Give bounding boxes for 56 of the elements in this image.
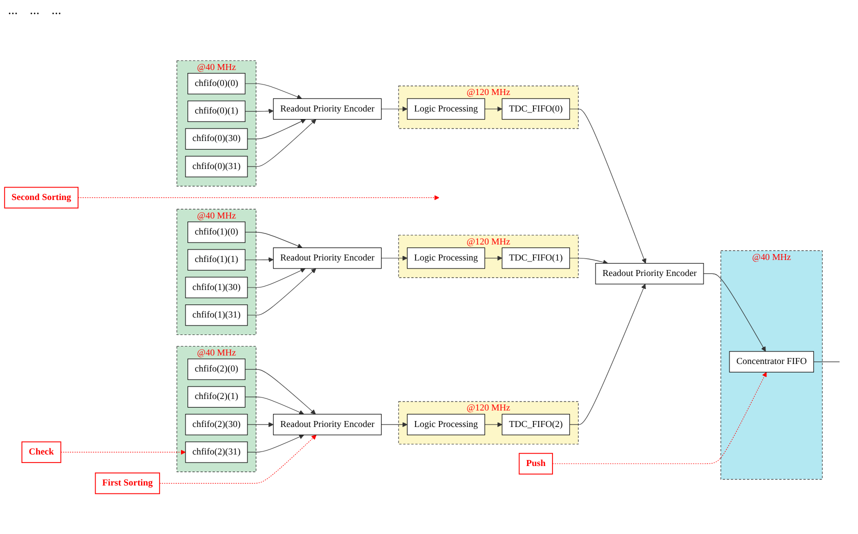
arrow — [244, 108, 274, 114]
node-box: TDC_FIFO(2) — [502, 414, 570, 436]
arrow — [247, 268, 306, 288]
arrow — [247, 268, 316, 316]
arrow — [247, 422, 274, 427]
node-box: chfifo(2)(31) — [185, 441, 248, 463]
node-box: chfifo(0)(30) — [185, 128, 248, 150]
arrow — [569, 284, 646, 425]
node-box: chfifo(2)(30) — [185, 414, 248, 436]
node-box: Readout Priority Encoder — [273, 247, 382, 269]
node-box: chfifo(1)(31) — [185, 304, 248, 326]
node-box: chfifo(0)(31) — [185, 156, 248, 178]
node-box: chfifo(0)(0) — [188, 72, 246, 94]
arrow — [78, 195, 440, 200]
node-box: chfifo(1)(30) — [185, 276, 248, 298]
node-box: TDC_FIFO(1) — [502, 247, 570, 269]
node-box: Logic Processing — [406, 247, 486, 269]
arrow — [703, 273, 766, 352]
ellipsis-text: ... — [52, 2, 62, 19]
arrow — [381, 106, 408, 112]
node-box: Readout Priority Encoder — [273, 414, 382, 436]
arrow — [244, 232, 302, 248]
arrow — [484, 106, 502, 112]
arrow — [381, 422, 408, 427]
node-box: Check — [21, 441, 62, 463]
node-box: chfifo(2)(0) — [188, 358, 246, 380]
ellipsis-text: ... — [30, 2, 40, 19]
node-box: chfifo(0)(1) — [188, 100, 246, 122]
node-box: chfifo(1)(0) — [188, 221, 246, 243]
node-box: Push — [518, 452, 553, 474]
node-box: Second Sorting — [4, 186, 79, 208]
ellipsis-text: ... — [8, 2, 18, 19]
arrow — [484, 422, 502, 427]
arrow — [484, 255, 502, 261]
arrow — [247, 434, 304, 452]
node-box: TDC_FIFO(0) — [502, 98, 570, 120]
arrow — [247, 118, 316, 167]
node-box: Logic Processing — [406, 414, 486, 436]
node-box: First Sorting — [94, 472, 160, 494]
arrow — [381, 255, 408, 261]
arrow — [569, 108, 646, 264]
arrow — [552, 372, 767, 464]
node-box: Readout Priority Encoder — [273, 98, 382, 120]
arrow — [569, 258, 608, 265]
arrow — [244, 83, 302, 100]
node-box: Readout Priority Encoder — [595, 262, 704, 284]
node-box: chfifo(1)(1) — [188, 249, 246, 270]
node-box: Logic Processing — [406, 98, 486, 120]
node-box: chfifo(2)(1) — [188, 386, 246, 408]
arrow — [244, 396, 304, 415]
node-box: Concentrator FIFO — [729, 351, 814, 372]
arrow — [159, 434, 316, 484]
arrow — [60, 450, 186, 455]
arrow — [247, 118, 306, 140]
arrow — [244, 368, 316, 414]
arrow — [244, 257, 274, 262]
